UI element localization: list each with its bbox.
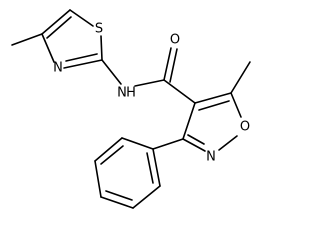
bond-ph-2-3 bbox=[94, 137, 123, 162]
bond-isox-c4-c5-inner bbox=[198, 100, 230, 111]
bond-ph-6-1 bbox=[152, 148, 161, 187]
atom-ring-oxygen: O bbox=[240, 120, 250, 135]
bond-thiazole-c5-s bbox=[69, 9, 94, 27]
bond-isox-c3-c4 bbox=[182, 102, 196, 140]
bond-ph-1-2 bbox=[121, 137, 154, 150]
bond-c3-phenyl bbox=[152, 138, 184, 150]
bond-methyl-thiazole bbox=[11, 33, 43, 46]
bonds bbox=[11, 9, 251, 209]
atom-sulfur: S bbox=[95, 22, 103, 37]
bond-ph-6-1-inner bbox=[146, 152, 154, 184]
bond-isox-o-n bbox=[218, 135, 238, 151]
bond-c2-nh bbox=[101, 59, 122, 85]
atom-labels: S N N H O O N bbox=[53, 22, 250, 165]
bond-ph-4-5 bbox=[100, 196, 134, 209]
bond-isox-c5-methyl bbox=[230, 61, 251, 94]
atom-thiazole-nitrogen: N bbox=[53, 61, 63, 76]
atom-carbonyl-oxygen: O bbox=[170, 33, 180, 48]
atom-ring-nitrogen: N bbox=[206, 150, 216, 165]
bond-thiazole-s-c2 bbox=[100, 35, 103, 61]
atom-amide-hydrogen: H bbox=[126, 86, 136, 101]
bond-nh-carbonyl bbox=[134, 79, 165, 87]
bond-isox-c4-c5 bbox=[194, 92, 232, 104]
bond-thiazole-n-c4 bbox=[41, 33, 55, 63]
bond-carbonyl-o-2 bbox=[169, 48, 178, 83]
bond-isox-n-c3 bbox=[182, 138, 206, 152]
bond-thiazole-c4-c5-inner bbox=[46, 16, 72, 39]
bond-ph-2-3-inner bbox=[100, 145, 124, 165]
structure-diagram: S N N H O O N bbox=[11, 9, 251, 209]
bond-ph-5-6 bbox=[132, 185, 161, 209]
atom-amide-nitrogen: N bbox=[117, 86, 127, 101]
bond-carbonyl-o-1 bbox=[163, 47, 172, 81]
bond-isox-n-c3-inner bbox=[187, 134, 205, 145]
bond-thiazole-c4-c5 bbox=[41, 9, 71, 35]
bond-ph-3-4 bbox=[94, 160, 102, 198]
bond-ph-4-5-inner bbox=[105, 190, 133, 201]
bond-isox-c5-o bbox=[230, 92, 242, 118]
bond-carbonyl-ring bbox=[163, 79, 196, 104]
bond-thiazole-c2-n-inner bbox=[65, 53, 98, 62]
bond-thiazole-c2-n bbox=[63, 59, 103, 69]
